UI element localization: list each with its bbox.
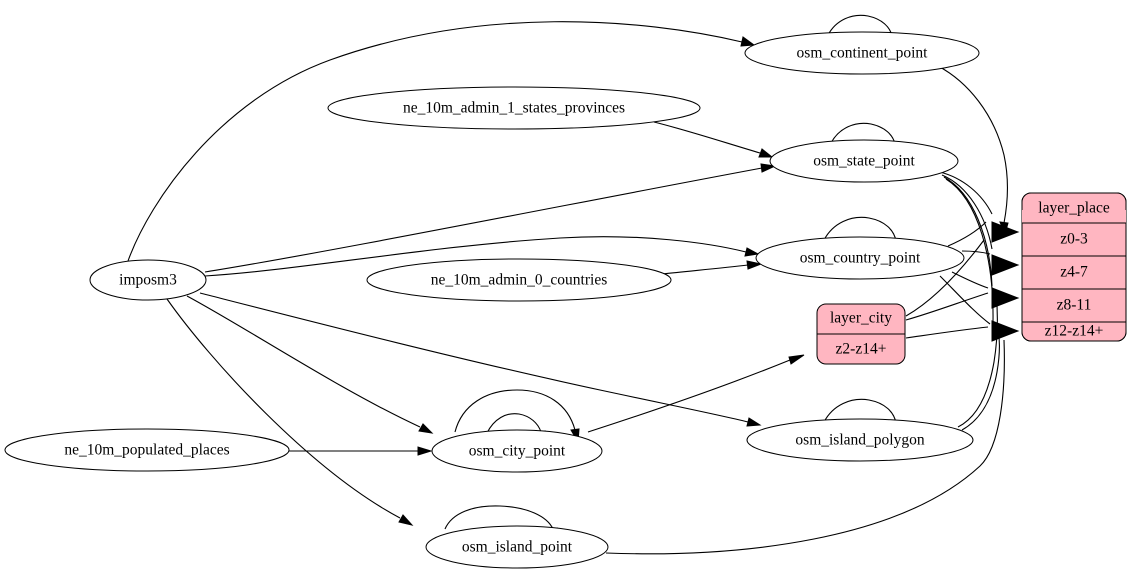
layer_place-row-z8-11-label: z8-11 [1057,297,1092,314]
edge-osm_state_point-to-layer_place_z0_3 [939,171,993,215]
edge-layer_city-to-layer_place_z12 [905,326,989,339]
arrowhead [418,423,434,434]
edge-osm_state_point-to-layer_place_z4_7 [941,174,993,250]
edge-osm_city_point-self-loop-outer [454,389,576,433]
layer_place-title-fill [1022,210,1126,223]
node-layer_city[interactable]: layer_city z2-z14+ [816,303,906,365]
node-label: osm_country_point [800,250,921,267]
layer_place-row-z12-z14-label: z12-z14+ [1045,323,1104,340]
arrowhead [417,446,433,456]
edge-osm_country_point-to-layer_place_z0_3 [947,221,987,247]
layer_place-row-z4-7-label: z4-7 [1060,264,1088,281]
arrowhead [746,260,763,270]
node-osm_state_point[interactable]: osm_state_point [769,139,959,183]
node-osm_island_point[interactable]: osm_island_point [425,525,609,569]
edge-osm_country_point-to-layer_place_z4_7 [961,250,991,255]
arrowhead [398,514,414,526]
edge-ne_10m_admin_0_countries-to-osm_country_point [661,264,749,275]
edge-osm_continent_point-to-layer_place_z0_3 [937,65,1008,224]
edge-osm_island_point-self-loop [444,505,554,530]
layer_place-row-z12-z14[interactable] [1021,321,1127,342]
layer_city-title-label: layer_city [830,310,892,327]
edge-osm_island_polygon-to-layer_place_z12 [961,327,1000,431]
edge-layer_city-to-layer_place_z8_11 [905,292,989,321]
edge-osm_country_point-to-layer_place_z8_11 [951,271,989,289]
layer_place-title-label: layer_place [1038,200,1110,217]
arrowhead [746,417,762,427]
node-ne_10m_admin_1_states_provinces[interactable]: ne_10m_admin_1_states_provinces [327,86,701,130]
arrowhead-layer_place-z0_3 [991,221,1020,243]
node-shape[interactable] [89,259,207,301]
node-shape[interactable] [744,31,980,75]
layer_city-row-z2-z14-label: z2-z14+ [836,341,887,358]
node-layer_place[interactable]: layer_place z0-3 z4-7 z8-11 z12-z14+ [1021,192,1127,342]
node-shape[interactable] [746,418,974,462]
node-shape[interactable] [755,236,965,280]
edge-osm_island_polygon-self-loop [823,398,897,424]
node-osm_city_point[interactable]: osm_city_point [431,429,603,473]
edge-imposm3-to-osm_country_point [204,236,747,277]
edge-osm_island_point-to-layer_place_z12 [605,339,1005,555]
edge-imposm3-to-osm_city_point [186,295,421,428]
node-osm_continent_point[interactable]: osm_continent_point [744,31,980,75]
edge-osm_city_point-self-loop-inner [486,413,542,434]
node-shape[interactable] [327,86,701,130]
node-ne_10m_populated_places[interactable]: ne_10m_populated_places [4,428,290,472]
arrowhead [760,163,777,173]
node-ne_10m_admin_0_countries[interactable]: ne_10m_admin_0_countries [366,258,672,302]
edge-osm_state_point-to-layer_place_z8_11 [943,176,993,287]
edge-osm_city_point-to-layer_city_z2 [587,359,791,433]
node-label: osm_continent_point [797,45,929,62]
node-label: osm_city_point [469,443,566,460]
arrowhead-layer_place-z4_7 [991,254,1020,276]
node-shape[interactable] [4,428,290,472]
node-shape[interactable] [425,525,609,569]
arrowhead [788,354,805,365]
edge-imposm3-to-osm_continent_point [127,21,743,262]
edge-osm_island_polygon-to-layer_place_z8_11 [957,291,998,428]
layer_place-row-z0-3-label: z0-3 [1060,231,1088,248]
node-label: osm_state_point [813,153,915,170]
edge-osm_country_point-to-layer_place_z12 [939,275,991,325]
edge-ne_10m_admin_1_states_provinces-to-osm_state_point [653,121,761,154]
edge-osm_state_point-self-loop [830,122,896,145]
arrowhead [744,247,760,257]
node-shape[interactable] [366,258,672,302]
edge-imposm3-to-osm_island_polygon [199,292,749,423]
edge-imposm3-to-osm_island_point [166,298,401,519]
edge-osm_continent_point-self-loop [827,14,893,37]
node-shape[interactable] [769,139,959,183]
node-label: ne_10m_populated_places [64,442,229,459]
node-osm_island_polygon[interactable]: osm_island_polygon [746,418,974,462]
layer_place-row-z4-7[interactable] [1021,255,1127,290]
arrowhead-layer_place-z8_11 [991,287,1020,309]
edge-layer_city-to-layer_place_z0_3 [905,239,985,317]
node-osm_country_point[interactable]: osm_country_point [755,236,965,280]
ellipse-node-layer: imposm3 ne_10m_admin_1_states_provinces … [4,31,980,569]
node-label: imposm3 [119,272,177,289]
arrowhead [758,148,774,158]
node-label: osm_island_polygon [795,432,924,449]
edge-imposm3-to-osm_state_point [204,167,763,273]
node-label: osm_island_point [462,539,573,556]
node-label: ne_10m_admin_1_states_provinces [403,100,625,117]
node-shape[interactable] [431,429,603,473]
arrowhead [740,36,756,47]
edge-osm_country_point-self-loop [823,216,897,242]
node-imposm3[interactable]: imposm3 [89,259,207,301]
layer_place-row-z0-3[interactable] [1021,222,1127,257]
arrowhead-layer_place-z12 [991,320,1020,342]
node-label: ne_10m_admin_0_countries [431,272,608,289]
edge-layer [127,14,1020,555]
